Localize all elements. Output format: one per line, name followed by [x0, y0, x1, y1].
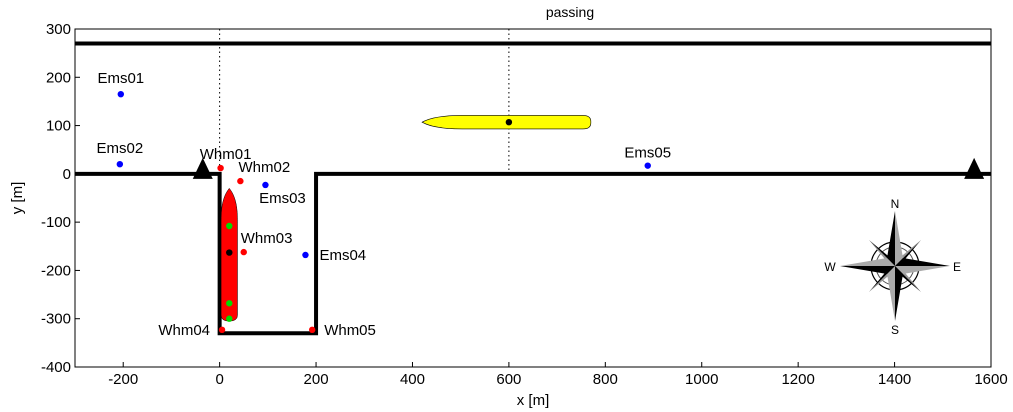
compass-point-west [840, 266, 895, 274]
point-marker-2-2 [226, 315, 233, 322]
y-tick-label-7: 300 [46, 21, 71, 38]
x-tick-label-6: 1000 [685, 371, 718, 388]
point-whm05 [308, 326, 316, 334]
x-tick-label-5: 800 [593, 371, 618, 388]
compass-label-north: N [891, 197, 900, 211]
x-tick-label-0: -200 [108, 371, 138, 388]
x-tick-label-4: 600 [496, 371, 521, 388]
point-ems02 [116, 161, 124, 168]
ship-center-1 [505, 118, 513, 126]
compass-point-west-light [840, 258, 895, 266]
compass-label-south: S [891, 323, 899, 337]
y-tick-label-2: -200 [41, 262, 71, 279]
ship-center-0 [226, 249, 233, 256]
reference-marker-0 [192, 157, 213, 179]
y-tick-label-0: -400 [41, 359, 71, 376]
compass-rose: N S E W [824, 197, 961, 337]
label-whm05: Whm05 [324, 322, 376, 339]
label-ems05: Ems05 [624, 145, 671, 162]
x-tick-label-9: 1600 [974, 371, 1007, 388]
point-whm01 [217, 164, 224, 172]
y-tick-label-1: -300 [41, 311, 71, 328]
compass-point-north-light [895, 211, 903, 266]
label-ems04: Ems04 [319, 247, 366, 264]
y-axis-label: y [m] [9, 182, 26, 215]
label-whm02: Whm02 [239, 159, 291, 176]
point-marker-2-1 [226, 300, 233, 307]
label-whm03: Whm03 [241, 230, 293, 247]
point-ems01 [117, 90, 125, 98]
point-marker-2-0 [226, 222, 233, 230]
x-tick-label-3: 400 [400, 371, 425, 388]
x-axis-label: x [m] [517, 392, 550, 409]
label-ems01: Ems01 [97, 70, 144, 87]
point-ems04 [302, 251, 309, 259]
y-tick-label-5: 100 [46, 118, 71, 135]
compass-point-north [887, 211, 895, 266]
plot-background [75, 29, 991, 367]
y-tick-label-4: 0 [63, 166, 71, 183]
label-whm04: Whm04 [158, 322, 210, 339]
y-tick-label-3: -100 [41, 214, 71, 231]
chart-title: passing [546, 4, 594, 20]
compass-point-east [895, 258, 950, 266]
x-tick-label-2: 200 [304, 371, 329, 388]
compass-point-south [895, 266, 903, 321]
point-ems03 [262, 181, 269, 189]
label-whm01: Whm01 [200, 146, 252, 163]
plot-frame [74, 28, 992, 368]
point-whm04 [218, 326, 226, 334]
compass-point-east-light [895, 266, 950, 274]
compass-label-east: E [953, 260, 961, 274]
point-whm03 [240, 248, 247, 256]
point-whm02 [237, 177, 244, 185]
y-tick-label-6: 200 [46, 69, 71, 86]
point-ems05 [644, 162, 651, 169]
x-tick-label-7: 1200 [781, 371, 814, 388]
compass-point-south-light [887, 266, 895, 321]
label-ems02: Ems02 [96, 140, 143, 157]
x-tick-label-8: 1400 [878, 371, 911, 388]
reference-marker-1 [964, 157, 985, 179]
label-ems03: Ems03 [259, 190, 306, 207]
compass-label-west: W [824, 260, 836, 274]
x-tick-label-1: 0 [215, 371, 223, 388]
